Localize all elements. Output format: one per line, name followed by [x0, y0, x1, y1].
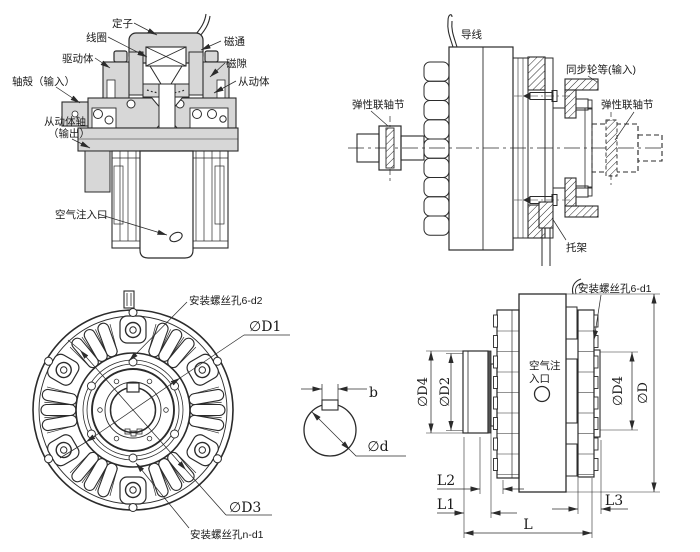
rotor-left: [496, 309, 520, 479]
install-leaders: [370, 75, 635, 241]
dimension-arrows: [428, 294, 657, 536]
label-flux: 磁通: [224, 35, 245, 48]
label-shaft-housing-input: 轴殻（输入）: [12, 75, 75, 88]
label-air-inlet: 空气注入口: [55, 208, 108, 221]
mount-flange: [593, 349, 601, 438]
dimension-lines: [426, 293, 660, 538]
label-follower: 从动体: [238, 76, 270, 88]
label-len-l: L: [523, 517, 532, 533]
label-mount-holes-6-d1: 安装螺丝孔6-d1: [578, 282, 652, 295]
label-dia-d2: ∅D2: [438, 377, 453, 407]
leader-6-d1: [592, 294, 602, 341]
keyway: [126, 382, 140, 393]
lead-wire: [451, 20, 458, 48]
label-dia-d3: ∅D3: [229, 500, 261, 516]
clutch-drum: [518, 293, 567, 493]
label-len-l3: L3: [605, 493, 623, 509]
support-bracket: [538, 201, 554, 266]
label-bracket: 托架: [566, 241, 587, 254]
cooling-fins: [423, 61, 450, 236]
label-key-width: b: [369, 385, 378, 401]
leader-6-d2: [128, 301, 188, 362]
label-driver: 驱动体: [62, 53, 94, 65]
rotor-right: [577, 309, 595, 478]
label-air-inlet-line1: 空气注: [529, 359, 561, 372]
stator-cable: [195, 13, 207, 35]
stator-side-right: [188, 51, 204, 96]
label-magnetic-gap: 磁隙: [226, 57, 247, 70]
air-inlet-hole: [533, 385, 551, 403]
lead-wire: [447, 14, 454, 48]
dimension-view: 空气注 入口 安装螺丝孔6-d1 ∅D4 ∅D2: [416, 278, 660, 538]
top-terminal: [123, 290, 135, 309]
output-boss: [462, 350, 489, 434]
label-len-l1: L1: [437, 497, 455, 513]
air-inlet-hole: [169, 231, 183, 243]
mount-bolt-bosses: [44, 308, 222, 512]
rotor-fin-details: [493, 314, 599, 475]
d-diameter-line: [311, 411, 351, 451]
label-mount-holes-6-d2: 安装螺丝孔6-d2: [189, 294, 263, 307]
key: [321, 399, 339, 411]
label-shaft-dia: ∅d: [367, 439, 388, 455]
section-view: 定子 线圈 磁通 驱动体 磁隙 轴殻（输入） 从动体 从动体轴 （输出） 空气注…: [12, 13, 270, 259]
label-lead-wire: 导线: [461, 28, 482, 41]
label-dia-d1: ∅D1: [249, 319, 281, 335]
label-len-l2: L2: [437, 473, 455, 489]
section-leaders: [55, 22, 237, 236]
label-elastic-coupling-right: 弹性联轴节: [601, 98, 654, 111]
label-follower-shaft-output: （输出）: [48, 127, 90, 140]
label-sync-wheel-input: 同步轮等(输入): [566, 63, 636, 76]
label-stator: 定子: [112, 17, 133, 30]
label-dia-d4-right: ∅D4: [611, 376, 626, 406]
pulley-flange: [564, 78, 599, 218]
fin-ring: [40, 322, 226, 498]
front-view: 安装螺丝孔6-d2 ∅D1 ∅D3 安装螺丝孔n-d1: [32, 290, 290, 541]
bolt-head: [204, 50, 219, 63]
bolt-head: [113, 50, 128, 63]
leader-n-d1: [135, 462, 190, 529]
shaft-detail-view: b ∅d: [301, 384, 406, 457]
label-follower-shaft: 从动体轴: [44, 115, 86, 128]
coupling-right-dashed: [591, 112, 663, 185]
label-dia-d: ∅D: [636, 382, 651, 404]
label-mount-holes-n-d1: 安装螺丝孔n-d1: [190, 528, 264, 541]
label-elastic-coupling-left: 弹性联轴节: [352, 98, 405, 111]
lead-wire: [571, 278, 582, 295]
label-dia-d4-left: ∅D4: [416, 377, 431, 407]
flux-funnel: [149, 65, 183, 85]
output-plate: [77, 127, 239, 152]
flange-ring-top: [527, 56, 546, 91]
output-shaft: [139, 150, 194, 259]
label-air-inlet-line2: 入口: [529, 373, 550, 385]
lead-wire: [575, 282, 584, 295]
d3-dimension-line: [67, 339, 272, 516]
stator-side-left: [128, 51, 144, 96]
installation-view: 导线 同步轮等(输入) 弹性联轴节 弹性联轴节 托架: [348, 14, 664, 266]
clutch-body: [448, 46, 514, 251]
label-coil: 线圈: [86, 31, 107, 44]
